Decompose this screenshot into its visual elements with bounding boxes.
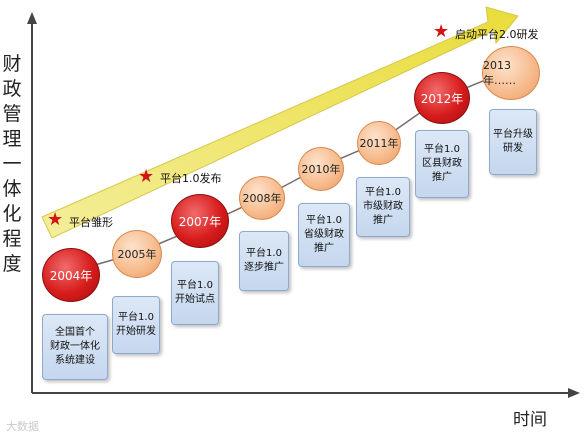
y-axis-label-char: 化 [2,203,22,225]
event-box-2012: 平台1.0 区县财政 推广 [415,130,469,198]
y-axis-label-char: 政 [2,78,22,100]
star-icon: ★ [138,166,155,187]
star-icon: ★ [47,209,64,230]
milestone-label: 平台1.0发布 [160,172,222,185]
milestone-label: 平台雏形 [69,216,113,229]
event-box-2013: 平台升级 研发 [489,109,537,175]
star-icon: ★ [433,21,450,42]
watermark: 大数据 [6,420,39,433]
y-axis-label-char: 一 [2,153,22,175]
year-circle-2011: 2011年 [357,121,401,165]
y-axis-label-char: 程 [2,228,22,250]
growth-arrow [41,6,519,239]
y-axis-label-char: 体 [2,178,22,200]
y-axis-label: 财政管理一体化程度 [2,52,22,277]
y-axis-label-char: 理 [2,128,22,150]
event-box-2010: 平台1.0 省级财政 推广 [298,203,350,267]
year-circle-2005: 2005年 [112,230,162,278]
year-circle-2008: 2008年 [239,176,285,220]
x-axis-arrowhead [568,388,580,398]
event-box-2004: 全国首个 财政一体化 系统建设 [42,314,108,380]
y-axis-label-char: 度 [2,253,22,275]
year-circle-2012: 2012年 [414,72,470,124]
event-box-2007: 平台1.0 开始试点 [171,261,219,325]
year-circle-2004: 2004年 [42,248,100,302]
year-circle-2010: 2010年 [298,147,344,191]
milestone-label: 启动平台2.0研发 [455,28,539,41]
x-axis-label: 时间 [513,410,547,430]
year-circle-2007: 2007年 [171,194,229,248]
y-axis-arrowhead [27,12,37,24]
event-box-2011: 平台1.0 市级财政 推广 [356,177,410,237]
y-axis-label-char: 财 [2,53,22,75]
y-axis-label-char: 管 [2,103,22,125]
event-box-2005: 平台1.0 开始研发 [112,296,160,354]
event-box-2008: 平台1.0 逐步推广 [239,231,289,291]
year-circle-2013: 2013年…… [482,46,540,100]
